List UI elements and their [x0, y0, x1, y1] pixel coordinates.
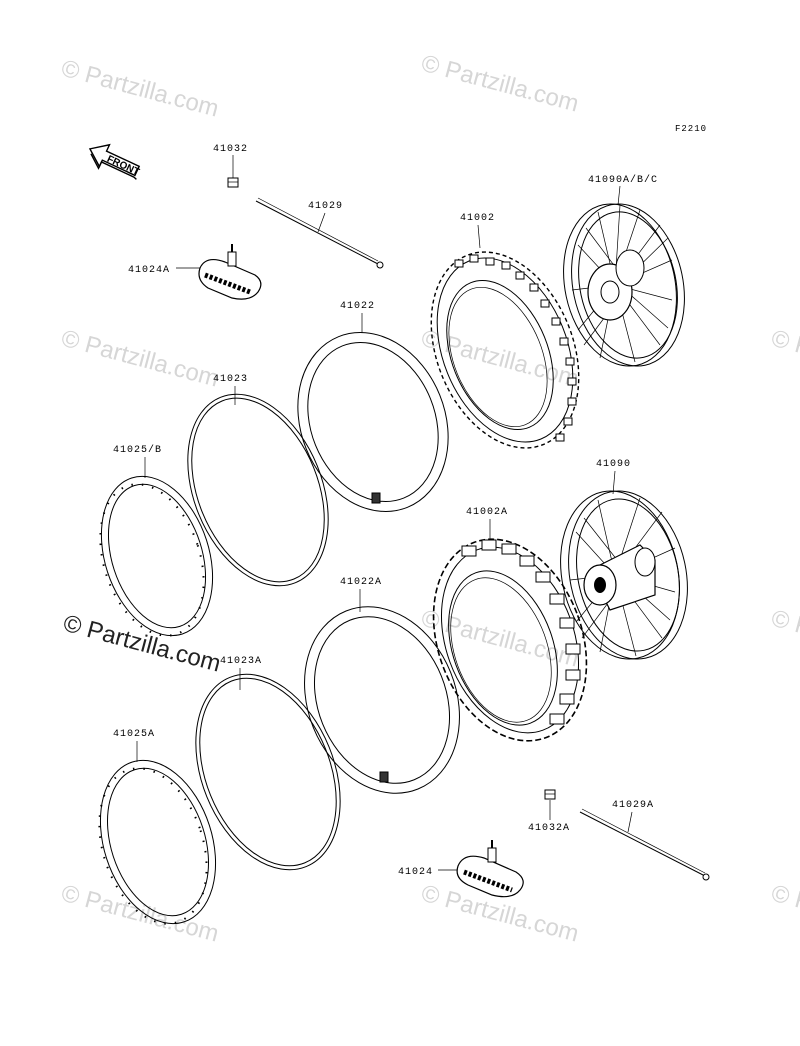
- valve-nut-41032: 41032: [213, 144, 248, 188]
- tire-41002A: 41002A: [432, 507, 588, 742]
- watermark-bottom-right: © Partzilla.com: [768, 880, 800, 948]
- front-arrow-icon: FRONT: [88, 143, 141, 180]
- rim-lock-41024: 41024: [398, 840, 524, 898]
- rim-41025B: 41025/B: [99, 444, 214, 637]
- label-41029: 41029: [308, 201, 343, 212]
- label-41032A: 41032A: [528, 823, 570, 834]
- label-41002: 41002: [460, 213, 495, 224]
- wheel-assembly-41090ABC: 41090A/B/C: [563, 174, 685, 367]
- label-41032: 41032: [213, 144, 248, 155]
- label-41022A: 41022A: [340, 577, 382, 588]
- valve-nut-41032A: 41032A: [528, 789, 570, 834]
- rim-41025A: 41025A: [98, 729, 217, 925]
- watermark-mid-right: © Partzilla.com: [768, 325, 800, 393]
- label-41025A: 41025A: [113, 729, 155, 740]
- rim-lock-41024A: 41024A: [128, 244, 262, 300]
- label-41090ABC: 41090A/B/C: [588, 174, 658, 186]
- label-41002A: 41002A: [466, 507, 508, 518]
- label-41025B: 41025/B: [113, 444, 162, 456]
- watermark-lower-right: © Partzilla.com: [768, 605, 800, 673]
- watermark-bottom-left: © Partzilla.com: [58, 880, 221, 948]
- spoke-41029: 41029: [255, 197, 384, 269]
- front-label: FRONT: [105, 154, 141, 179]
- label-41022: 41022: [340, 301, 375, 312]
- label-41024A: 41024A: [128, 265, 170, 276]
- rim-band-41023A: 41023A: [195, 656, 341, 871]
- tube-41022A: 41022A: [304, 577, 460, 794]
- label-41029A: 41029A: [612, 800, 654, 811]
- watermarks: © Partzilla.com © Partzilla.com © Partzi…: [58, 50, 800, 948]
- spoke-41029A: 41029A: [579, 800, 710, 881]
- figure-ref-code: F2210: [675, 124, 707, 134]
- watermark-top-left: © Partzilla.com: [58, 55, 221, 123]
- label-41023: 41023: [213, 374, 248, 385]
- watermark-prominent: © Partzilla.com: [60, 610, 223, 678]
- label-41024: 41024: [398, 867, 433, 878]
- label-41090: 41090: [596, 459, 631, 470]
- rim-band-41023: 41023: [187, 374, 329, 587]
- label-41023A: 41023A: [220, 656, 262, 667]
- tube-41022: 41022: [297, 301, 449, 512]
- wheel-assembly-41090: 41090: [560, 459, 688, 660]
- watermark-top-center: © Partzilla.com: [418, 50, 581, 118]
- tire-41002: 41002: [430, 213, 580, 449]
- watermark-mid-left: © Partzilla.com: [58, 325, 221, 393]
